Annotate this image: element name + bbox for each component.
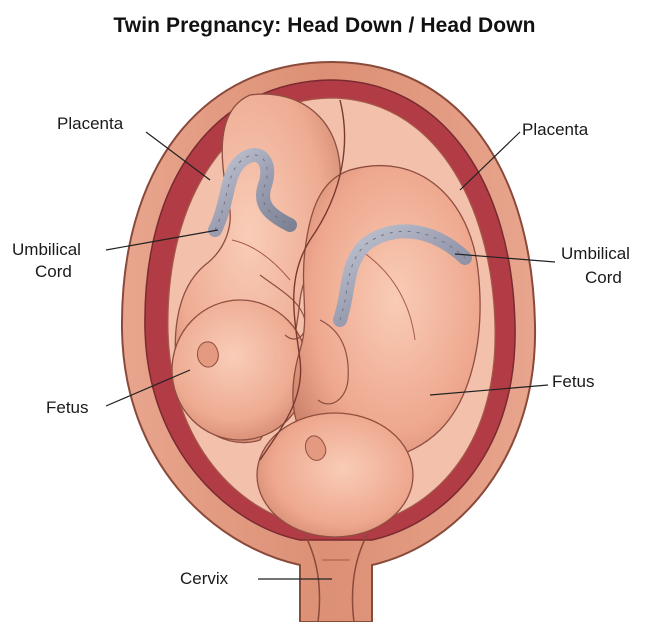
label-fetus-right: Fetus bbox=[552, 372, 595, 392]
label-cervix: Cervix bbox=[180, 569, 228, 589]
fetus-left-head bbox=[172, 300, 308, 440]
label-placenta-right: Placenta bbox=[522, 120, 588, 140]
label-placenta-left: Placenta bbox=[57, 114, 123, 134]
label-cord-right-line2: Cord bbox=[585, 268, 622, 288]
label-fetus-left: Fetus bbox=[46, 398, 89, 418]
label-cord-left-line1: Umbilical bbox=[12, 240, 81, 260]
fetus-left-ear bbox=[197, 342, 218, 367]
fetus-right-head bbox=[257, 413, 413, 537]
label-cord-right-line1: Umbilical bbox=[561, 244, 630, 264]
label-cord-left-line2: Cord bbox=[35, 262, 72, 282]
